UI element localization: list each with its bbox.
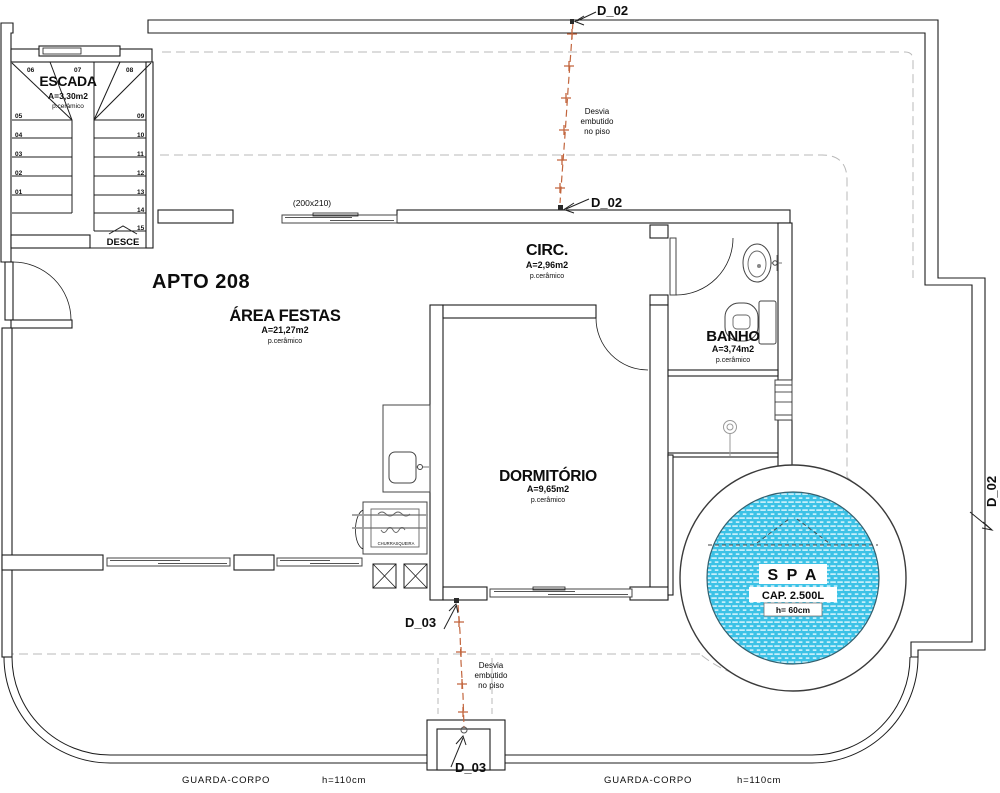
- sliding-window-south-1: [106, 557, 231, 567]
- banho-walls: [667, 222, 793, 596]
- step-number: 07: [74, 67, 82, 74]
- drain-pipe-bottom: [454, 604, 468, 729]
- guardrail-height: h=110cm: [737, 775, 781, 786]
- note-line: embutido: [581, 117, 614, 126]
- kitchen-area: CHURRASQUEIRA: [352, 404, 431, 589]
- projection-lines: [12, 51, 914, 718]
- room-area: A=21,27m2: [261, 325, 308, 335]
- spa-label: S P A: [768, 567, 819, 584]
- d02-mid-label: D_02: [591, 195, 622, 210]
- spa-label-bg: [759, 564, 827, 584]
- room-label-festas: ÁREA FESTAS A=21,27m2 p.cerâmico: [229, 306, 341, 345]
- note-line: Desvia: [479, 661, 504, 670]
- entry-door-leaf: [4, 261, 14, 321]
- step-number: 13: [137, 189, 145, 196]
- room-name: DORMITÓRIO: [499, 467, 597, 485]
- stair-landing-door: [38, 45, 121, 57]
- room-name: ESCADA: [39, 73, 97, 89]
- room-label-dormitorio: DORMITÓRIO A=9,65m2 p.cerâmico: [499, 467, 597, 504]
- step-number: 06: [27, 67, 35, 74]
- room-area: A=3,74m2: [712, 344, 754, 354]
- guardrail-height: h=110cm: [322, 775, 366, 786]
- drain-leaders: D_02 D_02 D_02 D_03 D_03: [405, 3, 999, 775]
- window-dimension-label: (200x210): [293, 198, 331, 208]
- bbq-grill-label: CHURRASQUEIRA: [378, 541, 415, 546]
- banho-window: [774, 379, 793, 421]
- banho-door-leaf: [669, 237, 677, 296]
- room-name: CIRC.: [526, 242, 568, 259]
- room-label-banho: BANHO A=3,74m2 p.cerâmico: [706, 328, 760, 364]
- note-line: Desvia: [585, 107, 610, 116]
- pipe-note-top: Desvia embutido no piso: [581, 107, 614, 136]
- d03-bottom-label: D_03: [455, 760, 486, 775]
- bbq-grill: CHURRASQUEIRA: [352, 501, 428, 555]
- pillar: [403, 563, 428, 589]
- note-line: no piso: [478, 681, 504, 690]
- guardrail-label: GUARDA-CORPO: [604, 775, 692, 786]
- entry-door: [4, 261, 73, 329]
- entry-door-swing: [12, 261, 72, 321]
- step-number: 02: [15, 170, 23, 177]
- shower-drain-icon: [723, 420, 737, 456]
- banho-door: [669, 237, 734, 296]
- sliding-window-north: [281, 212, 398, 224]
- sink-icon: [742, 243, 782, 283]
- spa: S P A CAP. 2.500L h= 60cm: [679, 464, 907, 692]
- desce-label: DESCE: [107, 237, 140, 248]
- room-floor: p.cerâmico: [716, 357, 750, 364]
- step-number: 04: [15, 132, 23, 139]
- pillar: [372, 563, 397, 589]
- step-number: 12: [137, 170, 145, 177]
- room-floor: p.cerâmico: [268, 338, 302, 345]
- stair-well: [10, 61, 147, 249]
- room-floor: p.cerâmico: [52, 103, 84, 110]
- step-number: 05: [15, 113, 23, 120]
- step-number: 14: [137, 207, 145, 214]
- step-number: 15: [137, 225, 145, 232]
- room-area: A=2,96m2: [526, 260, 568, 270]
- room-label-escada: ESCADA A=3,30m2 p.cerâmico: [39, 73, 97, 110]
- guardrail-label: GUARDA-CORPO: [182, 775, 270, 786]
- d02-top-label: D_02: [597, 3, 628, 18]
- dormitorio-walls: [429, 224, 669, 601]
- sliding-window-south-2: [276, 557, 363, 567]
- room-name: BANHO: [706, 328, 760, 345]
- pipe-note-bottom: Desvia embutido no piso: [475, 661, 508, 690]
- apartment-title: APTO 208: [152, 271, 250, 293]
- stair-steps: [11, 61, 152, 232]
- step-number: 10: [137, 132, 145, 139]
- counter-sink-icon: [388, 451, 429, 484]
- interior-walls: [1, 209, 791, 571]
- step-number: 08: [126, 67, 134, 74]
- staircase: 01 02 03 04 05 06 07 08 09 10 11 12 13 1…: [10, 45, 154, 249]
- spa-capacity-label: CAP. 2.500L: [762, 590, 824, 602]
- toilet-icon: [724, 300, 777, 345]
- sliding-window-dormitorio: [489, 586, 633, 598]
- step-number: 09: [137, 113, 145, 120]
- note-line: no piso: [584, 127, 610, 136]
- step-number: 11: [137, 151, 144, 158]
- desce-arrow-icon: [108, 225, 138, 235]
- room-area: A=3,30m2: [48, 91, 88, 101]
- guardrail-labels: GUARDA-CORPO h=110cm GUARDA-CORPO h=110c…: [182, 775, 781, 786]
- note-line: embutido: [475, 671, 508, 680]
- room-name: ÁREA FESTAS: [229, 306, 341, 325]
- room-floor: p.cerâmico: [530, 273, 564, 280]
- duct-shaft: [426, 719, 506, 771]
- spa-height-label: h= 60cm: [776, 605, 811, 615]
- stair-step-numbers: 01 02 03 04 05 06 07 08 09 10 11 12 13 1…: [15, 67, 145, 232]
- step-number: 03: [15, 151, 23, 158]
- room-label-circ: CIRC. A=2,96m2 p.cerâmico: [526, 242, 568, 280]
- outer-walls: [0, 19, 986, 658]
- step-number: 01: [15, 189, 23, 196]
- room-floor: p.cerâmico: [531, 497, 565, 504]
- d03-top-label: D_03: [405, 615, 436, 630]
- drain-pipe-top: [555, 21, 577, 204]
- guardrail: [3, 656, 919, 764]
- banho-door-swing: [675, 237, 734, 296]
- d02-right-label: D_02: [984, 476, 999, 507]
- drain-outlet-point: [460, 726, 468, 734]
- room-area: A=9,65m2: [527, 484, 569, 494]
- dormitorio-door-swing: [595, 317, 649, 371]
